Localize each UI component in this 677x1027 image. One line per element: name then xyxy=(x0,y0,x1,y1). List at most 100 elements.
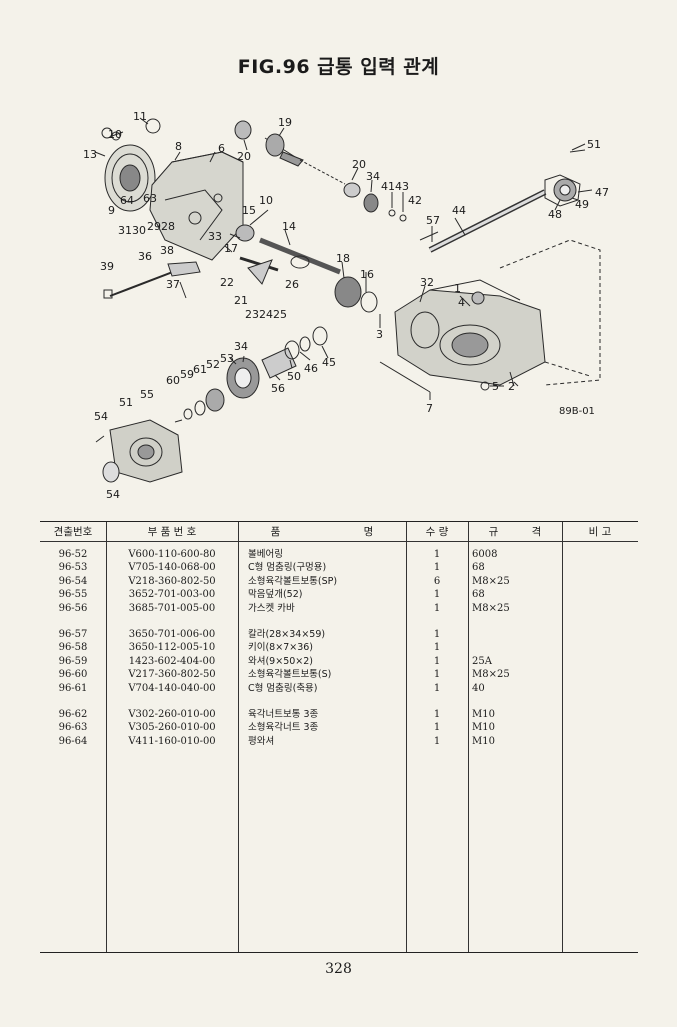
item-number: 96-60 xyxy=(58,669,88,681)
quantity: 1 xyxy=(433,682,441,694)
quantity: 1 xyxy=(433,549,441,560)
quantity: 1 xyxy=(433,722,441,734)
part-number: V600-110-600-80 xyxy=(128,549,216,560)
column-divider xyxy=(468,522,469,952)
quantity: 1 xyxy=(433,642,441,654)
specification: M10 xyxy=(472,722,495,734)
callout-10: 10 xyxy=(259,194,273,207)
callout-26: 26 xyxy=(285,278,299,291)
callout-6: 6 xyxy=(218,142,225,155)
part-name: C형 멈춤링(구멍용) xyxy=(248,562,327,574)
callout-36: 36 xyxy=(138,250,152,263)
diagram-svg: 11 10 13 8 6 19 20 20 34 41 43 42 51 47 … xyxy=(83,110,609,501)
column-divider xyxy=(238,522,239,952)
item-number: 96-58 xyxy=(58,642,88,654)
callout-38: 38 xyxy=(160,244,174,257)
callout-48: 49 xyxy=(575,198,589,211)
specification: 68 xyxy=(472,562,485,574)
specification: M8×25 xyxy=(472,602,510,614)
header-remark: 비 고 xyxy=(588,526,612,538)
callout-54: 54 xyxy=(94,410,108,423)
header-item-no: 견출번호 xyxy=(53,526,93,538)
item-number: 96-64 xyxy=(58,735,88,747)
callout-53: 53 xyxy=(220,352,234,365)
callout-51: 51 xyxy=(119,396,133,409)
callout-15: 15 xyxy=(242,204,256,217)
callout-64: 64 xyxy=(120,194,134,207)
callout-20b: 20 xyxy=(352,158,366,171)
callout-42: 43 xyxy=(395,180,409,193)
item-number: 96-57 xyxy=(58,628,88,640)
part-number: 3650-701-006-00 xyxy=(128,628,216,640)
callout-9: 9 xyxy=(108,204,115,217)
part-number: 1423-602-404-00 xyxy=(128,655,216,667)
part-number: V302-260-010-00 xyxy=(128,708,216,720)
item-number: 96-55 xyxy=(58,589,88,601)
item-number: 96-63 xyxy=(58,722,88,734)
callout-14: 14 xyxy=(282,220,296,233)
item-number: 96-54 xyxy=(58,575,88,587)
callout-43: 44 xyxy=(452,204,466,217)
specification: 25A xyxy=(472,655,492,667)
callout-50: 51 xyxy=(587,138,601,151)
callout-40: 41 xyxy=(381,180,395,193)
item-number: 96-53 xyxy=(58,562,88,574)
part-name: 막음덮개(52) xyxy=(248,589,303,601)
part-number: V218-360-802-50 xyxy=(128,575,216,587)
specification: M8×25 xyxy=(472,575,510,587)
callout-58: 57 xyxy=(426,214,440,227)
callout-12: 11 xyxy=(133,110,147,123)
callout-33: 34 xyxy=(366,170,380,183)
callout-19: 19 xyxy=(278,116,292,129)
item-number: 96-62 xyxy=(58,708,88,720)
header-part-name: 품 명 xyxy=(270,526,374,538)
page-number: 328 xyxy=(325,961,352,977)
quantity: 1 xyxy=(433,589,441,601)
callout-1: 1 xyxy=(454,282,461,295)
callout-16: 16 xyxy=(360,268,374,281)
callout-27: 33 xyxy=(208,230,222,243)
specification: 40 xyxy=(472,682,485,694)
part-number: 3685-701-005-00 xyxy=(128,602,216,614)
callout-32: 32 xyxy=(420,276,434,289)
callout-18: 18 xyxy=(336,252,350,265)
callout-55: 54 xyxy=(106,488,120,501)
specification: M8×25 xyxy=(472,669,510,681)
part-name: 가스켓 카바 xyxy=(248,602,295,614)
quantity: 1 xyxy=(433,655,441,667)
part-name: 육각너트보통 3종 xyxy=(248,708,319,720)
part-name: 소형육각볼트보통(S) xyxy=(248,669,332,681)
part-name: 칼라(28×34×59) xyxy=(248,628,326,640)
table-header: 견출번호 부 품 번 호 품 명 수 량 규 격 비 고 xyxy=(40,522,638,542)
callout-11: 10 xyxy=(108,128,122,141)
part-number: 3650-112-005-10 xyxy=(128,642,216,654)
callout-13: 13 xyxy=(83,148,97,161)
part-number: V217-360-802-50 xyxy=(128,669,216,681)
callout-61: 61 xyxy=(193,363,207,376)
specification: 68 xyxy=(472,589,485,601)
column-divider xyxy=(106,522,107,952)
part-number: V704-140-040-00 xyxy=(128,682,216,694)
part-name: 키이(8×7×36) xyxy=(248,642,313,654)
column-divider xyxy=(406,522,407,952)
callout-22: 22 xyxy=(220,276,234,289)
callout-47: 48 xyxy=(548,208,562,221)
callout-46: 47 xyxy=(595,186,609,199)
specification: 6008 xyxy=(472,549,498,560)
callout-39: 39 xyxy=(100,260,114,273)
callout-232425: 232425 xyxy=(245,308,287,321)
callout-8: 8 xyxy=(175,140,182,153)
quantity: 6 xyxy=(433,575,441,587)
item-number: 96-59 xyxy=(58,655,88,667)
